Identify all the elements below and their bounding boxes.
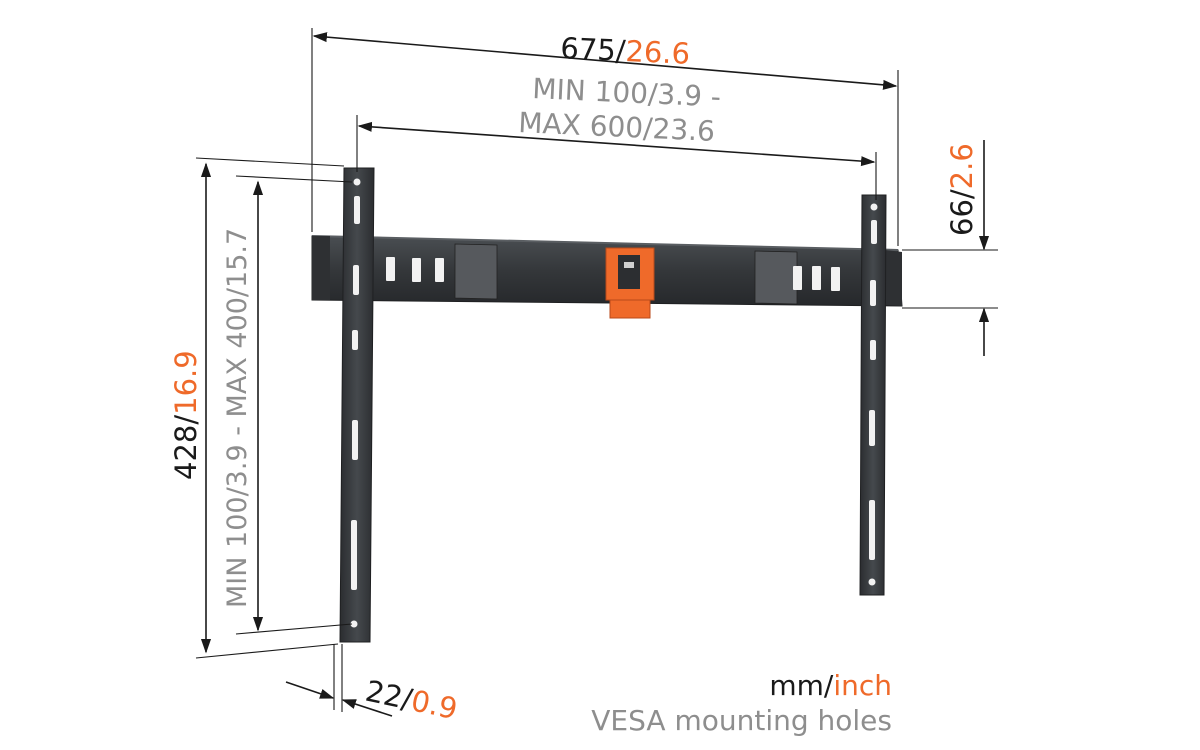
vesa-horizontal-arrow [357,121,876,167]
depth-arrow-left [285,681,335,699]
vesa-horizontal-line1: MIN 100/3.9 - [532,72,722,114]
height-label: 428/16.9 [169,350,203,480]
left-vertical-arm [339,167,375,643]
depth-arrow-right [341,699,393,717]
height-dimension: 428/16.9 [169,157,345,659]
width-dimension: 675/26.6 [311,28,899,246]
legend-caption: VESA mounting holes [591,704,892,737]
wall-bracket [311,167,903,643]
legend-units: mm/inch [769,669,892,702]
vesa-vertical-dimension: MIN 100/3.9 - MAX 400/15.7 [222,175,353,635]
legend: mm/inch VESA mounting holes [591,669,892,737]
spirit-level [605,247,655,319]
rail-height-dimension: 66/2.6 [902,140,998,356]
rail-height-label: 66/2.6 [945,143,979,236]
right-vertical-arm [859,194,887,596]
depth-label: 22/0.9 [363,674,461,727]
vesa-horizontal-dimension: MIN 100/3.9 - MAX 600/23.6 [356,72,877,200]
vesa-horizontal-line2: MAX 600/23.6 [518,106,716,148]
width-arrow [312,32,898,90]
width-label: 675/26.6 [560,31,691,71]
vesa-vertical-label: MIN 100/3.9 - MAX 400/15.7 [222,228,253,608]
depth-dimension: 22/0.9 [285,644,461,727]
